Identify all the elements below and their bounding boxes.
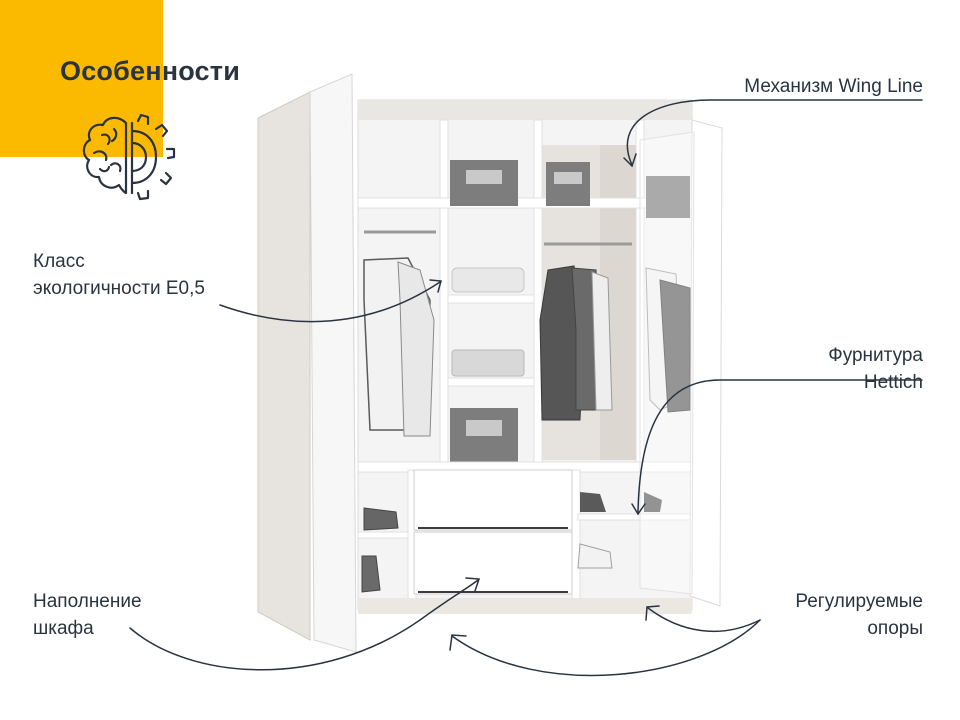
feature-hettich-line2: Hettich bbox=[863, 372, 923, 393]
feature-supports: Регулируемые опоры bbox=[795, 588, 923, 642]
brain-gear-icon bbox=[82, 113, 176, 201]
feature-eco-class-line1: Класс bbox=[33, 251, 85, 272]
page-title: Особенности bbox=[60, 56, 240, 86]
feature-filling-line1: Наполнение bbox=[33, 591, 142, 612]
hettich-curve bbox=[637, 379, 923, 513]
feature-supports-line1: Регулируемые bbox=[795, 591, 923, 612]
supports-curve-left bbox=[451, 619, 761, 677]
supports-curve-right bbox=[647, 607, 761, 633]
feature-supports-line2: опоры bbox=[867, 618, 923, 639]
feature-eco-class-line2: экологичности Е0,5 bbox=[33, 278, 205, 299]
feature-wing-line: Механизм Wing Line bbox=[744, 73, 923, 100]
eco-class-curve bbox=[219, 281, 441, 323]
filling-curve bbox=[129, 579, 479, 671]
feature-filling: Наполнение шкафа bbox=[33, 588, 142, 642]
feature-wing-line-text: Механизм Wing Line bbox=[744, 76, 923, 97]
feature-eco-class: Класс экологичности Е0,5 bbox=[33, 248, 205, 302]
feature-hettich: Фурнитура Hettich bbox=[828, 342, 923, 396]
wing-line-curve bbox=[626, 99, 923, 166]
feature-hettich-line1: Фурнитура bbox=[828, 345, 923, 366]
feature-filling-line2: шкафа bbox=[33, 618, 94, 639]
